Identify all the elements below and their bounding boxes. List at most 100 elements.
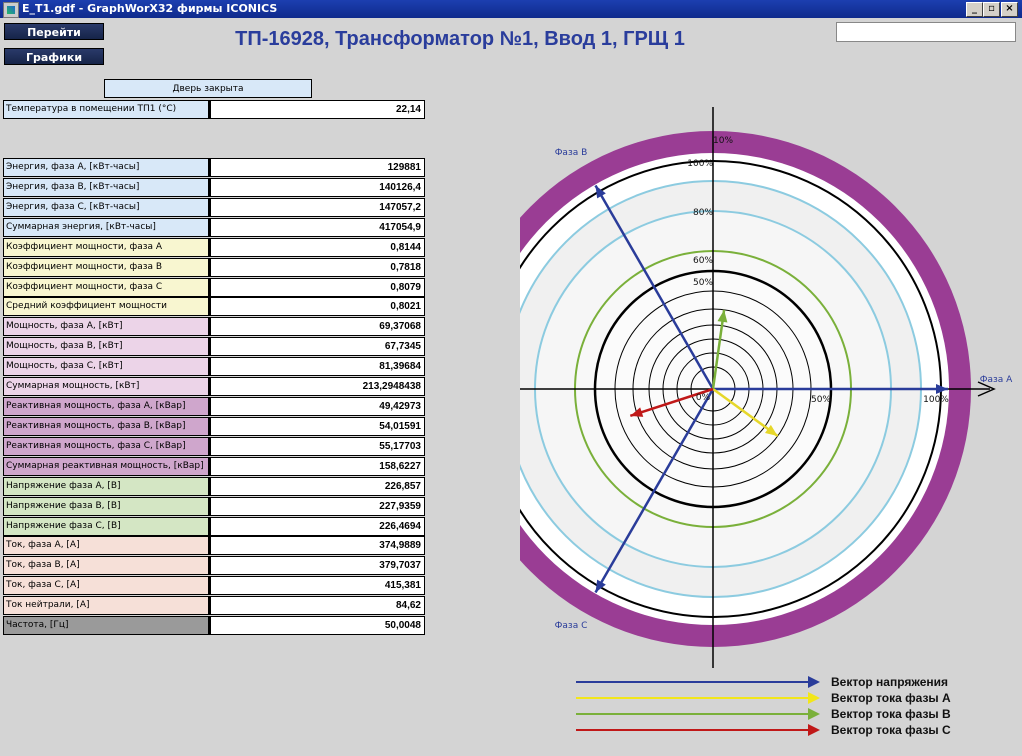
row-value: 84,62 — [209, 596, 425, 616]
goto-button[interactable]: Перейти — [4, 23, 104, 40]
ring-label-100: 100% — [687, 159, 713, 169]
legend-line — [576, 713, 812, 715]
vector-arrowhead — [936, 384, 948, 394]
table-row: Напряжение фаза А, [В]226,857 — [3, 476, 425, 496]
row-value: 81,39684 — [209, 357, 425, 377]
table-row: Частота, [Гц]50,0048 — [3, 616, 425, 636]
legend-label: Вектор тока фазы С — [831, 723, 951, 737]
window-title: E_T1.gdf - GraphWorX32 фирмы ICONICS — [22, 2, 278, 15]
legend-line — [576, 729, 812, 731]
row-label: Суммарная реактивная мощность, [кВар] — [3, 456, 209, 476]
table-row: Суммарная мощность, [кВт]213,2948438 — [3, 377, 425, 397]
row-label: Мощность, фаза А, [кВт] — [3, 317, 209, 337]
legend-item: Вектор тока фазы В — [576, 706, 996, 722]
vector-arrowhead — [595, 579, 606, 593]
phase-c-label: Фаза С — [555, 621, 588, 631]
table-row: Реактивная мощность, фаза С, [кВар]55,17… — [3, 436, 425, 456]
row-label: Энергия, фаза В, [кВт-часы] — [3, 177, 209, 197]
row-value: 55,17703 — [209, 436, 425, 456]
arrowhead-icon — [808, 676, 820, 688]
row-value: 213,2948438 — [209, 377, 425, 397]
row-label: Мощность, фаза В, [кВт] — [3, 337, 209, 357]
row-value: 67,7345 — [209, 337, 425, 357]
legend-label: Вектор напряжения — [831, 675, 949, 689]
app-icon — [3, 2, 19, 18]
vector-arrowhead — [764, 424, 778, 436]
axis-label-100: 100% — [923, 395, 949, 405]
table-row: Напряжение фаза В, [В]227,9359 — [3, 496, 425, 516]
table-row: Энергия, фаза С, [кВт-часы]147057,2 — [3, 197, 425, 217]
row-value: 0,8021 — [209, 297, 425, 317]
vector-line — [711, 309, 726, 390]
vector-line — [712, 387, 779, 437]
x-axis-arrowhead — [977, 381, 996, 397]
temperature-row: Температура в помещении ТП1 (°С) 22,14 — [3, 100, 425, 119]
row-label: Реактивная мощность, фаза А, [кВар] — [3, 397, 209, 417]
table-row: Мощность, фаза А, [кВт]69,37068 — [3, 317, 425, 337]
legend-label: Вектор тока фазы А — [831, 691, 951, 705]
restore-button[interactable]: ▫ — [983, 2, 1000, 17]
row-value: 226,857 — [209, 476, 425, 496]
axis-label-0: 0% — [696, 393, 711, 403]
table-row: Напряжение фаза С, [В]226,4694 — [3, 516, 425, 536]
legend-line — [576, 697, 812, 699]
row-label: Ток, фаза А, [А] — [3, 536, 209, 556]
table-row: Ток, фаза А, [А]374,9889 — [3, 536, 425, 556]
status-box — [836, 22, 1016, 42]
table-row: Энергия, фаза А, [кВт-часы]129881 — [3, 158, 425, 177]
phase-a-label: Фаза А — [980, 375, 1013, 385]
graphs-button[interactable]: Графики — [4, 48, 104, 65]
close-button[interactable]: × — [1001, 2, 1018, 17]
ring-label-60: 60% — [693, 256, 713, 266]
table-row: Энергия, фаза В, [кВт-часы]140126,4 — [3, 177, 425, 197]
title-bar: E_T1.gdf - GraphWorX32 фирмы ICONICS _ ▫… — [0, 0, 1022, 18]
row-label: Реактивная мощность, фаза В, [кВар] — [3, 416, 209, 436]
row-value: 379,7037 — [209, 556, 425, 576]
row-value: 0,8079 — [209, 277, 425, 297]
row-label: Напряжение фаза С, [В] — [3, 516, 209, 536]
row-value: 415,381 — [209, 576, 425, 596]
row-label: Частота, [Гц] — [3, 616, 209, 636]
row-label: Энергия, фаза С, [кВт-часы] — [3, 197, 209, 217]
row-label: Коэффициент мощности, фаза В — [3, 257, 209, 277]
row-value: 158,6227 — [209, 456, 425, 476]
row-label: Реактивная мощность, фаза С, [кВар] — [3, 436, 209, 456]
row-label: Средний коэффициент мощности — [3, 297, 209, 317]
table-row: Ток нейтрали, [А]84,62 — [3, 596, 425, 616]
row-value: 227,9359 — [209, 496, 425, 516]
temperature-value: 22,14 — [209, 100, 425, 119]
row-label: Суммарная мощность, [кВт] — [3, 377, 209, 397]
row-value: 0,7818 — [209, 257, 425, 277]
row-value: 147057,2 — [209, 197, 425, 217]
legend-item: Вектор тока фазы С — [576, 722, 996, 738]
vector-line — [594, 388, 715, 594]
arrowhead-icon — [808, 724, 820, 736]
row-label: Напряжение фаза А, [В] — [3, 476, 209, 496]
vector-line — [594, 184, 715, 390]
vector-arrowhead — [630, 407, 644, 417]
row-value: 417054,9 — [209, 217, 425, 237]
row-label: Ток, фаза В, [А] — [3, 556, 209, 576]
row-value: 129881 — [209, 158, 425, 177]
row-label: Суммарная энергия, [кВт-часы] — [3, 217, 209, 237]
row-label: Коэффициент мощности, фаза А — [3, 237, 209, 257]
vector-arrowhead — [595, 185, 606, 199]
table-row: Суммарная реактивная мощность, [кВар]158… — [3, 456, 425, 476]
ring-label-80: 80% — [693, 208, 713, 218]
table-row: Мощность, фаза В, [кВт]67,7345 — [3, 337, 425, 357]
minimize-button[interactable]: _ — [966, 2, 983, 17]
ring-label-50: 50% — [693, 278, 713, 288]
row-label: Напряжение фаза В, [В] — [3, 496, 209, 516]
table-row: Реактивная мощность, фаза В, [кВар]54,01… — [3, 416, 425, 436]
row-value: 54,01591 — [209, 416, 425, 436]
row-label: Мощность, фаза С, [кВт] — [3, 357, 209, 377]
row-label: Коэффициент мощности, фаза С — [3, 277, 209, 297]
row-label: Ток нейтрали, [А] — [3, 596, 209, 616]
ring-label-10: 10% — [713, 136, 733, 146]
table-row: Реактивная мощность, фаза А, [кВар]49,42… — [3, 397, 425, 417]
